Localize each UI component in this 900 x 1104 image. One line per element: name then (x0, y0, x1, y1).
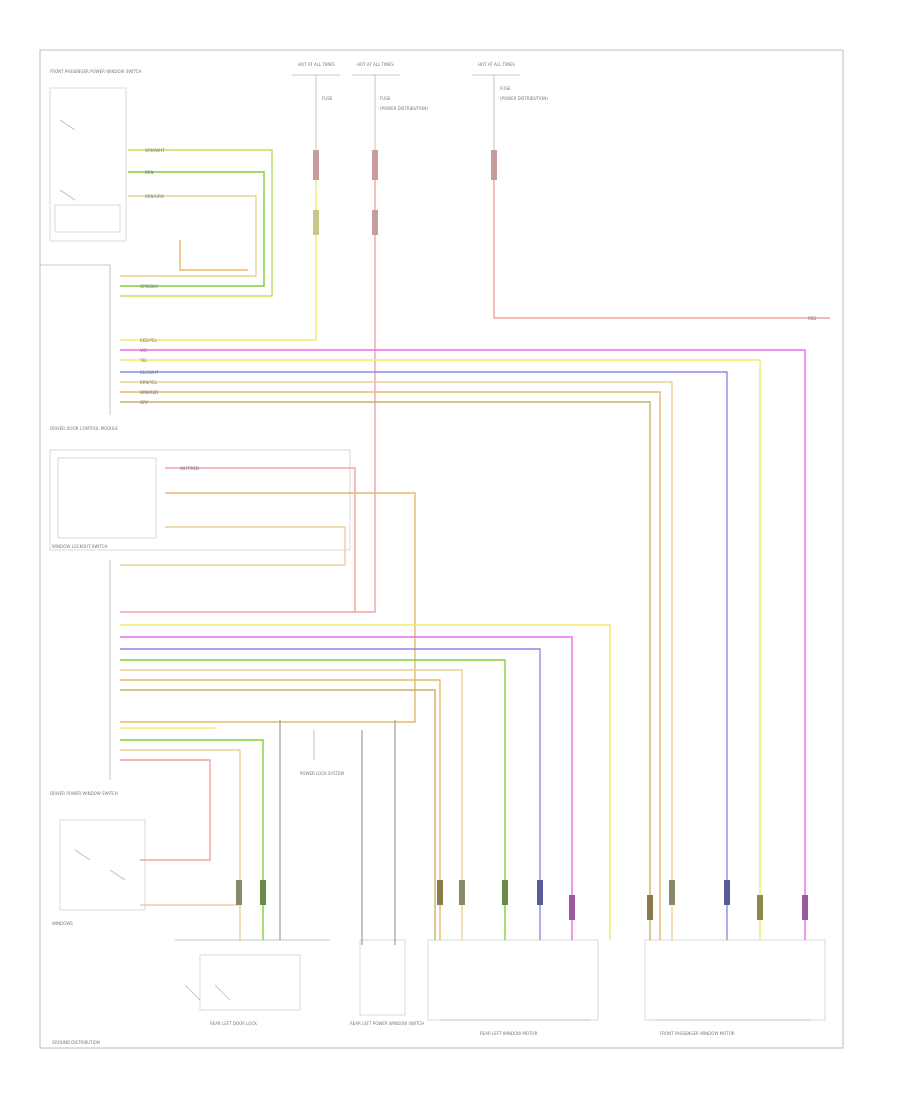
wire-yellow-fuse1 (120, 150, 317, 341)
wire-label: WHT/RED (180, 466, 199, 471)
wire-lime-1 (120, 149, 273, 297)
wire-green-lower (120, 659, 506, 940)
wire-label: BRN (145, 170, 154, 175)
connector-marker (491, 150, 497, 180)
connector-marker (537, 880, 543, 905)
connector-marker (669, 880, 675, 905)
bottom-component-rear-left-lock: REAR LEFT DOOR LOCK (175, 939, 330, 1026)
wire-label: BRN/YEL (140, 380, 158, 385)
driver-door-module-box (49, 449, 351, 551)
wire-tan-lower (120, 669, 463, 940)
wires (120, 149, 830, 945)
fuse-header-2-desc: (POWER DISTRIBUTION) (380, 106, 428, 111)
page-label: WINDOWS (52, 921, 73, 926)
front-passenger-motor-label: FRONT PASSENGER WINDOW MOTOR (660, 1031, 735, 1036)
wire-tan-module (120, 526, 346, 566)
fuse-header-1-top: HOT AT ALL TIMES (298, 62, 335, 67)
driver-window-switch-box (59, 819, 146, 911)
connector-marker (313, 150, 319, 180)
fuse-header-3-fuse: FUSE (500, 86, 511, 91)
wire-pink-lower (120, 636, 573, 940)
wire-pink (120, 349, 806, 940)
wire-red-fuse2 (120, 150, 376, 613)
connector-marker (724, 880, 730, 905)
wire-green-drop (120, 739, 264, 940)
wire-yellow-long (120, 359, 761, 940)
bottom-component-rear-left-window: REAR LEFT POWER WINDOW SWITCH (350, 939, 424, 1026)
connector-stack-1 (40, 264, 111, 415)
wire-tan-drop (120, 749, 241, 940)
ground-label: GROUND DISTRIBUTION (52, 1040, 100, 1045)
fuse-header-1: HOT AT ALL TIMES FUSE (292, 62, 340, 150)
front-passenger-switch-box (49, 87, 127, 242)
connector-marker (372, 210, 378, 235)
wire-label: BRN/GRN (145, 194, 164, 199)
connector-markers (236, 150, 808, 920)
wire-olive-long (120, 401, 651, 940)
wire-blue (120, 371, 728, 940)
diagram-frame (39, 49, 844, 1049)
bottom-component-front-passenger-motor: FRONT PASSENGER WINDOW MOTOR (644, 939, 826, 1036)
connector-marker (459, 880, 465, 905)
power-lock-system-label: POWER LOCK SYSTEM (300, 771, 345, 776)
wire-label: BRN/RED (140, 390, 158, 395)
connector-marker (372, 150, 378, 180)
fuse-header-2-top: HOT AT ALL TIMES (357, 62, 394, 67)
wire-blue-lower (120, 648, 541, 940)
fuse-header-3: HOT AT ALL TIMES FUSE (POWER DISTRIBUTIO… (472, 62, 548, 150)
connector-marker (260, 880, 266, 905)
connector-marker (757, 895, 763, 920)
wire-orange-lower (120, 679, 441, 940)
wire-red-module (165, 467, 356, 612)
bottom-component-rear-left-motor: REAR LEFT WINDOW MOTOR (427, 939, 599, 1036)
connector-marker (236, 880, 242, 905)
wire-label: YEL (139, 358, 148, 363)
wire-orange-1 (179, 240, 248, 271)
wire-tan-1 (120, 195, 257, 277)
wire-label-stack: GRN/WHT BRN BRN/GRN GRN/BLK RED/YEL YEL … (139, 148, 816, 471)
fuse-header-3-top: HOT AT ALL TIMES (478, 62, 515, 67)
wire-orange-module (120, 492, 416, 723)
fuse-header-1-fuse: FUSE (322, 96, 333, 101)
fuse-header-2-fuse: FUSE (380, 96, 391, 101)
wire-label: RED (808, 316, 816, 321)
wire-label: GRN/BLK (140, 284, 158, 289)
driver-window-switch-block: DRIVER POWER WINDOW SWITCH WINDOWS (50, 791, 146, 926)
wire-green-1 (120, 171, 265, 287)
connector-marker (502, 880, 508, 905)
fuse-header-3-desc: (POWER DISTRIBUTION) (500, 96, 548, 101)
front-passenger-switch-block: FRONT PASSENGER POWER WINDOW SWITCH (49, 69, 141, 242)
power-lock-indicator-block: POWER LOCK SYSTEM (300, 730, 345, 776)
connector-marker (437, 880, 443, 905)
wire-orange-long (120, 391, 661, 940)
connector-marker (313, 210, 319, 235)
wire-olive-lower (120, 689, 436, 940)
wire-label: GRN/WHT (145, 148, 165, 153)
wire-red-fuse3 (493, 150, 830, 319)
wire-red-drop (120, 759, 211, 861)
connector-marker (569, 895, 575, 920)
rear-left-motor-label: REAR LEFT WINDOW MOTOR (480, 1031, 538, 1036)
rear-left-lock-label: REAR LEFT DOOR LOCK (210, 1021, 257, 1026)
wire-label: BLU/WHT (140, 370, 159, 375)
driver-door-module-block: DRIVER DOOR CONTROL MODULE WINDOW LOCKOU… (49, 426, 351, 551)
window-lockout-label: WINDOW LOCKOUT SWITCH (52, 544, 108, 549)
connector-marker (802, 895, 808, 920)
wire-label: RED/YEL (140, 338, 158, 343)
fuse-header-2: HOT AT ALL TIMES FUSE (POWER DISTRIBUTIO… (352, 62, 428, 150)
wire-label: GRY (140, 400, 149, 405)
wire-tan-long (120, 381, 673, 940)
front-passenger-switch-label: FRONT PASSENGER POWER WINDOW SWITCH (50, 69, 141, 74)
connector-marker (647, 895, 653, 920)
rear-left-window-label: REAR LEFT POWER WINDOW SWITCH (350, 1021, 424, 1026)
driver-window-switch-label: DRIVER POWER WINDOW SWITCH (50, 791, 118, 796)
driver-door-module-label: DRIVER DOOR CONTROL MODULE (50, 426, 118, 431)
wire-label: VIO (140, 348, 147, 353)
wire-yellow-lower (120, 624, 611, 940)
